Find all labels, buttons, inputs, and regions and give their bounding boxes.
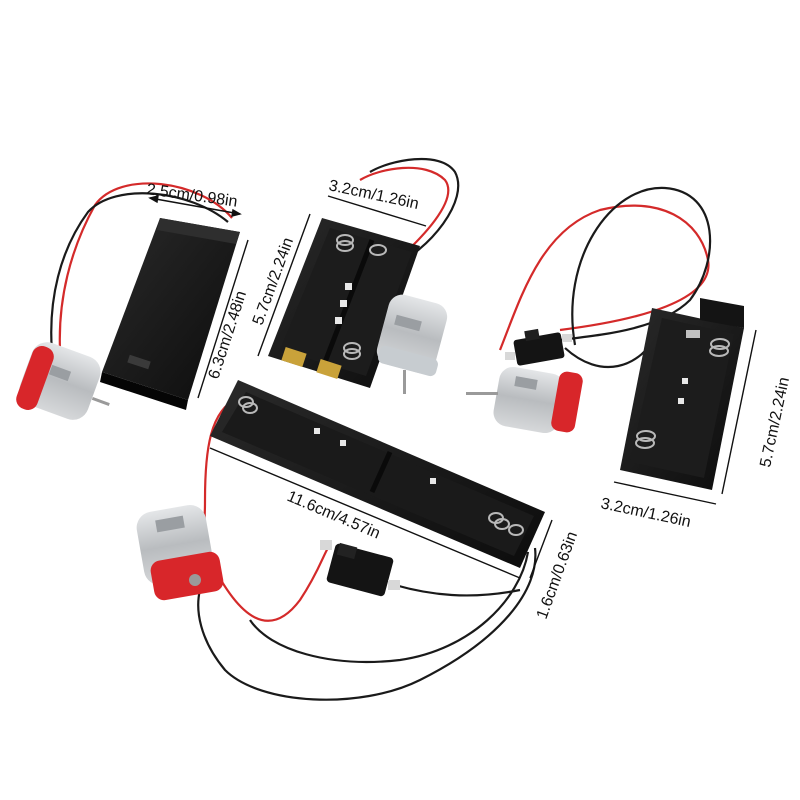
battery-box-closed (100, 218, 240, 410)
motor-top-left (16, 342, 110, 420)
wire-black-long-2 (249, 551, 530, 663)
wire-red-right (498, 204, 710, 351)
wire-black-long-right (197, 547, 537, 701)
wire-black-mid-holder (369, 157, 460, 270)
battery-holder-right (620, 298, 744, 490)
switch-right (505, 328, 572, 366)
label-holder2-width: 3.2cm/1.26in (327, 177, 420, 213)
label-box-width: 2.5cm/0.98in (145, 181, 238, 211)
switch-bottom (320, 540, 400, 597)
wires (50, 157, 712, 701)
dimension-lines (148, 195, 757, 579)
wire-black-switch (394, 583, 521, 597)
label-right-length: 5.7cm/2.24in (757, 376, 793, 469)
label-long-height: 1.6cm/0.63in (534, 529, 581, 621)
motor-right (466, 366, 583, 434)
wire-black-left-box (50, 192, 229, 353)
motor-bottom (136, 505, 224, 601)
wire-red-switch (209, 544, 331, 622)
motor-middle (376, 294, 448, 394)
wire-red-mid-holder (359, 166, 450, 263)
battery-holder-long (210, 380, 545, 568)
label-right-width: 3.2cm/1.26in (599, 495, 692, 531)
wire-black-right (559, 186, 712, 346)
